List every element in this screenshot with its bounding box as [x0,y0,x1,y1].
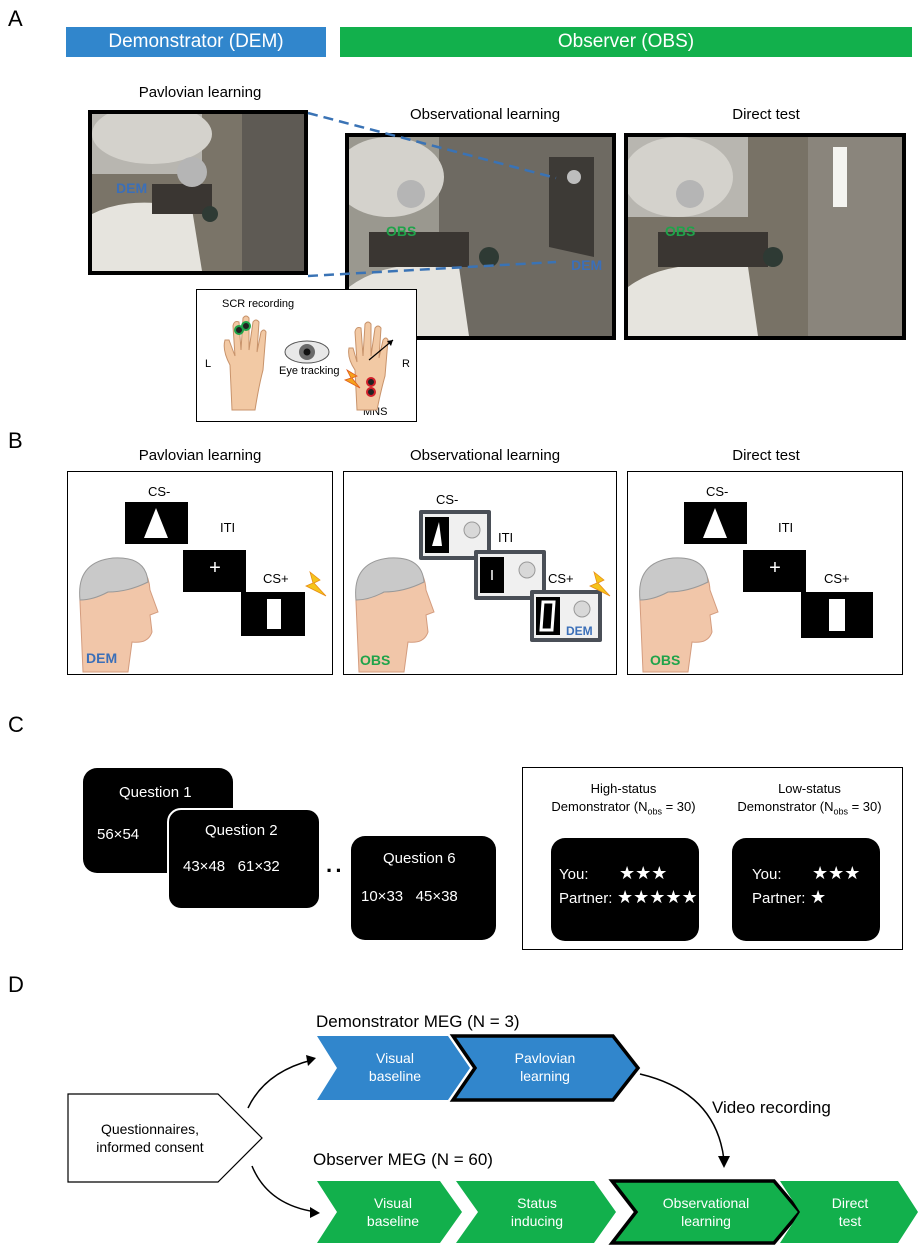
cs-plus-label-b1: CS+ [263,571,289,586]
panel-b-label: B [8,428,23,453]
observer-meg-label: Observer MEG (N = 60) [313,1150,493,1169]
direct-title-a: Direct test [732,106,800,123]
panel-c-label: C [8,712,24,737]
partner-stars-low: ★ [810,887,827,907]
questionnaires-line2: informed consent [96,1139,204,1155]
high-status-line1: High-status [590,781,657,796]
questionnaires-text: Questionnaires, informed consent [70,1120,230,1156]
observational-title-b: Observational learning [409,447,561,464]
cs-minus-label-b1: CS- [148,484,171,499]
iti-label-b3: ITI [778,520,794,535]
mns-label: MNS [363,406,388,418]
low-status-line2: Demonstrator (Nobs = 30) [737,799,882,817]
obs-step-direct-test [780,1181,918,1243]
cs-minus-label-b3: CS- [706,484,729,499]
photo-tag-obs-1: OBS [386,223,417,239]
recording-inset: SCR recording L R Eye tracking MNS [196,289,417,422]
iti-label-b2: ITI [498,530,514,545]
question-6-text: 10×33 45×38 [361,888,458,905]
zoom-connector-lines [307,111,557,278]
question-6-title: Question 6 [383,850,456,867]
meg-scene-illustration [628,137,902,336]
fixation-cross-b1: + [209,557,221,579]
iti-label-b1: ITI [220,520,236,535]
meg-scene-illustration [92,114,304,271]
observational-trial-panel: CS- ITI CS+ OBS DEM [343,471,617,675]
eye-tracking-label: Eye tracking [279,365,340,377]
video-recording-arrow [639,1073,725,1161]
you-stars-low: ★★★ [812,863,861,883]
high-status-screen: You: ★★★ Partner: ★★★★★ [551,838,699,941]
direct-title-b: Direct test [732,447,800,464]
obs-step-observational [608,1179,803,1245]
you-label-low: You: [752,866,782,883]
low-status-screen: You: ★★★ Partner: ★ [732,838,880,941]
partner-stars-high: ★★★★★ [617,887,698,907]
panel-b-dem-tag-monitor: DEM [566,624,593,638]
you-stars-high: ★★★ [619,863,668,883]
photo-tag-dem-1: DEM [116,180,148,196]
panel-b-obs-tag-2: OBS [650,652,681,668]
direct-test-photo: OBS [624,133,906,340]
you-label-high: You: [559,866,589,883]
pavlovian-title-b: Pavlovian learning [138,447,262,464]
direct-test-trial-panel: CS- ITI + CS+ OBS [627,471,903,675]
dem-step-visual-baseline [317,1036,470,1100]
observational-title-a: Observational learning [409,106,561,123]
demonstrator-banner: Demonstrator (DEM) [66,27,326,57]
question-1-text: 56×54 [97,826,140,843]
ellipsis-dots: ·· [326,858,345,883]
panel-b-obs-tag-1: OBS [360,652,391,668]
question-1-title: Question 1 [119,784,192,801]
direct-test-trial-illustration [639,502,873,673]
questionnaires-line1: Questionnaires, [100,1121,200,1137]
photo-tag-dem-2: DEM [571,257,603,273]
pavlovian-photo: DEM [88,110,308,275]
dem-step-pavlovian [449,1034,641,1102]
question-6-card: Question 6 10×33 45×38 [351,836,496,940]
panel-b-dem-tag: DEM [86,650,118,666]
hands-eye-illustration [223,315,394,411]
panel-a-label: A [8,6,23,31]
question-2-title: Question 2 [205,822,278,839]
observer-banner: Observer (OBS) [340,27,912,57]
fixation-cross-b3: + [769,557,781,579]
status-condition-box: High-status Demonstrator (Nobs = 30) Low… [522,767,903,950]
photo-tag-obs-2: OBS [665,223,696,239]
question-2-text: 43×48 61×32 [183,858,280,875]
observational-trial-illustration [355,510,611,673]
cs-minus-label-b2: CS- [436,492,459,507]
pavlovian-trial-illustration [79,502,327,673]
panel-d-label: D [8,972,24,997]
obs-step-visual-baseline [317,1181,462,1243]
questionnaires-shape [67,1093,263,1183]
pavlovian-title-a: Pavlovian learning [138,84,262,101]
demonstrator-meg-label: Demonstrator MEG (N = 3) [316,1012,520,1031]
arrow-to-obs [251,1165,317,1213]
high-status-line2: Demonstrator (Nobs = 30) [551,799,696,817]
cs-plus-label-b3: CS+ [824,571,850,586]
cs-plus-label-b2: CS+ [548,571,574,586]
scr-recording-label: SCR recording [222,298,295,310]
low-status-label: Low-status Demonstrator (Nobs = 30) [717,780,902,821]
pavlovian-trial-panel: CS- ITI + CS+ DEM [67,471,333,675]
partner-label-high: Partner: [559,890,613,907]
low-status-line1: Low-status [778,781,841,796]
partner-label-low: Partner: [752,890,806,907]
question-2-card: Question 2 43×48 61×32 [167,808,321,910]
arrow-to-dem [247,1059,313,1109]
obs-step-status-inducing [456,1181,616,1243]
right-hand-label: R [402,358,410,370]
high-status-label: High-status Demonstrator (Nobs = 30) [531,780,716,821]
left-hand-label: L [205,358,212,370]
video-recording-label: Video recording [712,1098,831,1117]
